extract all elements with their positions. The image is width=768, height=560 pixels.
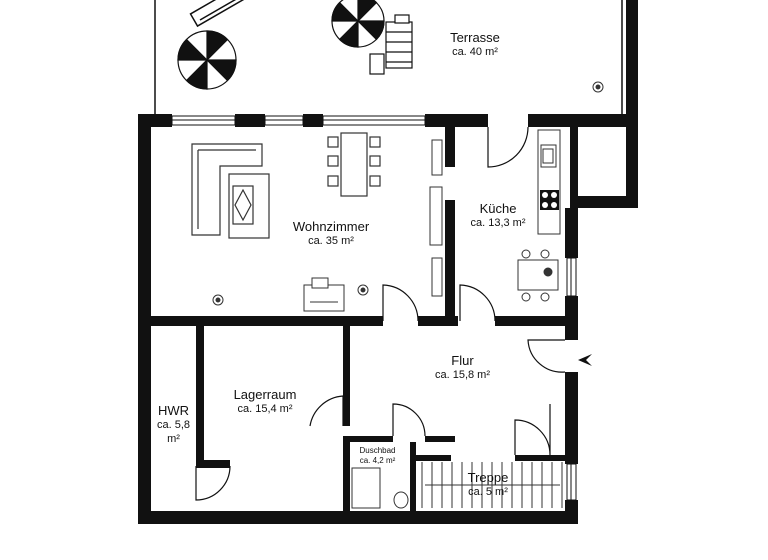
lounger-icon [189,0,251,28]
room-area: ca. 5 m² [468,486,508,499]
parasol-icon [331,0,385,48]
room-area: ca. 13,3 m² [470,217,526,230]
room-area: ca. 40 m² [452,46,498,59]
room-area-unit: m² [167,433,180,445]
entrance-arrow-icon [578,354,592,366]
room-area: ca. 35 m² [308,235,354,248]
room-label-kueche: Küche ca. 13,3 m² [458,201,538,231]
plant-icon [212,81,604,306]
walls [138,0,638,524]
toilet-icon [393,491,409,509]
sink-icon [542,148,554,164]
room-label-wohnzimmer: Wohnzimmer ca. 35 m² [276,219,386,249]
kitchen-counter [537,129,561,235]
shower-icon [351,467,381,509]
room-name: Küche [479,201,517,216]
table-icon [369,14,413,75]
sofa-icon [191,143,270,239]
room-name: Treppe [467,470,509,485]
windows [171,115,577,501]
room-name: HWR [157,403,190,418]
room-name: Terrasse [450,30,500,45]
room-name: Lagerraum [233,387,297,402]
stove-icon [540,190,559,210]
room-name: Wohnzimmer [292,219,370,234]
dining-table-icon [327,132,381,197]
desk-icon [303,277,345,312]
room-name: Flur [451,353,474,368]
room-area: ca. 5,8 [156,419,191,432]
parasol-icon [177,30,237,90]
room-label-lagerraum: Lagerraum ca. 15,4 m² [220,387,310,417]
room-name: Duschbad [359,446,396,455]
room-label-flur: Flur ca. 15,8 m² [420,353,505,383]
kitchen-table-icon [517,249,559,302]
room-label-terrasse: Terrasse ca. 40 m² [430,30,520,60]
doors [195,126,566,501]
stair-icon [421,462,563,508]
room-label-treppe: Treppe ca. 5 m² [446,470,530,500]
room-area: ca. 4,2 m² [359,456,396,465]
room-area: ca. 15,4 m² [237,403,293,416]
room-label-duschbad: Duschbad ca. 4,2 m² [350,446,405,466]
sideboard-icon [429,139,443,297]
room-label-hwr: HWR ca. 5,8 m² [151,403,196,447]
room-area: ca. 15,8 m² [434,369,491,382]
